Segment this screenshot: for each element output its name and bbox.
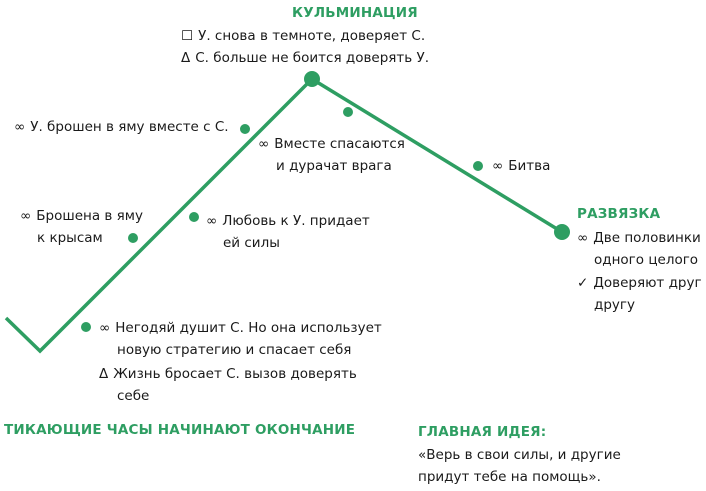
event-battle-text: Битва: [508, 158, 551, 174]
checkmark-icon: ✓: [577, 275, 589, 291]
event-battle: ∞Битва: [492, 155, 550, 177]
event-escape-together: ∞Вместе спасаются: [258, 133, 405, 155]
event-love-gives-strength-line1: Любовь к У. придает: [222, 213, 370, 229]
infinity-icon: ∞: [577, 230, 589, 246]
main-idea-line2: придут тебе на помощь».: [418, 469, 601, 485]
resolution-heading: РАЗВЯЗКА: [577, 206, 661, 222]
main-idea-heading: ГЛАВНАЯ ИДЕЯ:: [418, 424, 547, 440]
infinity-icon: ∞: [99, 320, 111, 336]
ticking-clock-heading: ТИКАЮЩИЕ ЧАСЫ НАЧИНАЮТ ОКОНЧАНИЕ: [4, 422, 356, 438]
resolution-note-2: ✓Доверяют друг: [577, 272, 702, 294]
main-idea-line1: «Верь в свои силы, и другие: [418, 447, 621, 463]
event-dot-escape-together: [343, 107, 353, 117]
event-dot-thrown-in-pit-with: [240, 124, 250, 134]
climax-point: [304, 71, 320, 87]
climax-note-1-text: У. снова в темноте, доверяет С.: [198, 28, 426, 44]
infinity-icon: ∞: [14, 119, 26, 135]
climax-note-1: ☐У. снова в темноте, доверяет С.: [181, 25, 425, 47]
event-thrown-in-pit-with-text: У. брошен в яму вместе с С.: [30, 119, 229, 135]
event-escape-together-line1: Вместе спасаются: [274, 136, 405, 152]
event-life-challenges-line1: Жизнь бросает С. вызов доверять: [113, 366, 357, 382]
infinity-icon: ∞: [258, 136, 270, 152]
infinity-icon: ∞: [492, 158, 504, 174]
event-thrown-to-rats: ∞Брошена в яму: [20, 205, 143, 227]
event-thrown-to-rats-line2: к крысам: [37, 230, 103, 246]
resolution-point: [554, 224, 570, 240]
event-love-gives-strength-line2: ей силы: [223, 235, 280, 251]
event-thrown-in-pit-with: ∞У. брошен в яму вместе с С.: [14, 116, 229, 138]
infinity-icon: ∞: [20, 208, 32, 224]
event-dot-love-gives-strength: [189, 212, 199, 222]
delta-icon: Δ: [99, 366, 109, 382]
event-thrown-to-rats-line1: Брошена в яму: [36, 208, 143, 224]
plot-arc-line: [4, 76, 563, 354]
event-dot-battle: [473, 161, 483, 171]
infinity-icon: ∞: [206, 213, 218, 229]
climax-note-2-text: С. больше не боится доверять У.: [195, 50, 430, 66]
event-villain-strangles-line1: Негодяй душит С. Но она использует: [115, 320, 382, 336]
resolution-note-2-line2: другу: [594, 297, 635, 313]
square-icon: ☐: [181, 28, 194, 44]
event-life-challenges-line2: себе: [117, 388, 150, 404]
climax-heading: КУЛЬМИНАЦИЯ: [292, 5, 418, 21]
resolution-note-1-line2: одного целого: [594, 252, 699, 268]
delta-icon: Δ: [181, 50, 191, 66]
event-villain-strangles-line2: новую стратегию и спасает себя: [117, 342, 352, 358]
event-villain-strangles: ∞Негодяй душит С. Но она использует: [99, 317, 382, 339]
resolution-note-1: ∞Две половинки: [577, 227, 701, 249]
event-dot-villain-strangles: [81, 322, 91, 332]
event-dot-thrown-to-rats: [128, 233, 138, 243]
resolution-note-2-line1: Доверяют друг: [593, 275, 702, 291]
event-escape-together-line2: и дурачат врага: [276, 158, 392, 174]
event-love-gives-strength: ∞Любовь к У. придает: [206, 210, 370, 232]
resolution-note-1-line1: Две половинки: [593, 230, 701, 246]
